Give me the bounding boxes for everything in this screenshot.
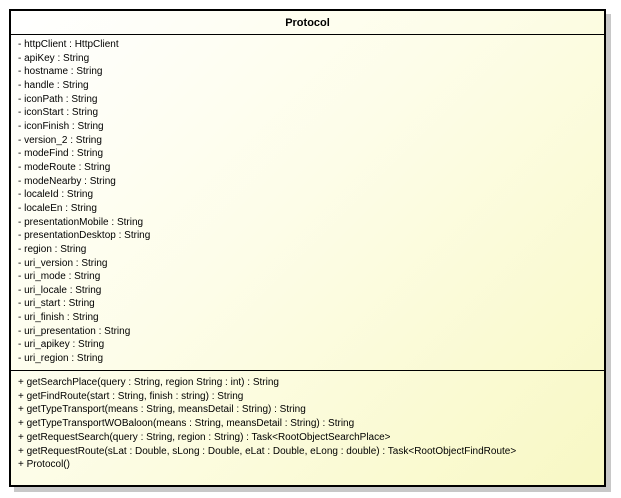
operation-gettypetransport: + getTypeTransport(means : String, means… bbox=[18, 404, 306, 416]
attribute-uri-finish: - uri_finish : String bbox=[18, 312, 99, 324]
attribute-region: - region : String bbox=[18, 243, 87, 255]
attribute-modenearby: - modeNearby : String bbox=[18, 175, 116, 187]
attribute-httpclient: - httpClient : HttpClient bbox=[18, 39, 119, 50]
attribute-modefind: - modeFind : String bbox=[18, 148, 104, 160]
attribute-iconpath: - iconPath : String bbox=[18, 93, 98, 105]
operation-getrequestsearch: + getRequestSearch(query : String, regio… bbox=[18, 431, 391, 443]
operations-compartment: + getSearchPlace(query : String, region … bbox=[11, 371, 604, 472]
attribute-presentationdesktop: - presentationDesktop : String bbox=[18, 230, 151, 242]
attribute-iconstart: - iconStart : String bbox=[18, 107, 99, 119]
class-name: Protocol bbox=[11, 11, 604, 35]
attribute-iconfinish: - iconFinish : String bbox=[18, 120, 104, 132]
attribute-uri-version: - uri_version : String bbox=[18, 257, 108, 269]
attribute-apikey: - apiKey : String bbox=[18, 52, 90, 64]
attributes-compartment: - httpClient : HttpClient - apiKey : Str… bbox=[11, 35, 604, 371]
operation-gettypetransportwobaloon: + getTypeTransportWOBaloon(means : Strin… bbox=[18, 418, 355, 430]
attribute-uri-region: - uri_region : String bbox=[18, 353, 104, 365]
attribute-uri-mode: - uri_mode : String bbox=[18, 271, 101, 283]
attribute-handle: - handle : String bbox=[18, 79, 89, 91]
uml-class-protocol[interactable]: Protocol - httpClient : HttpClient - api… bbox=[9, 9, 606, 487]
attribute-uri-apikey: - uri_apikey : String bbox=[18, 339, 105, 351]
attribute-hostname: - hostname : String bbox=[18, 66, 103, 78]
attribute-localeid: - localeId : String bbox=[18, 189, 94, 201]
attribute-moderoute: - modeRoute : String bbox=[18, 161, 111, 173]
attribute-version-2: - version_2 : String bbox=[18, 134, 102, 146]
attribute-uri-start: - uri_start : String bbox=[18, 298, 95, 310]
operation-getfindroute: + getFindRoute(start : String, finish : … bbox=[18, 390, 244, 402]
operation-getsearchplace: + getSearchPlace(query : String, region … bbox=[18, 377, 279, 388]
operation-protocol-constructor: + Protocol() bbox=[18, 459, 70, 471]
attribute-localeen: - localeEn : String bbox=[18, 202, 97, 214]
attribute-uri-presentation: - uri_presentation : String bbox=[18, 325, 131, 337]
operation-getrequestroute: + getRequestRoute(sLat : Double, sLong :… bbox=[18, 445, 517, 457]
attribute-uri-locale: - uri_locale : String bbox=[18, 284, 102, 296]
attribute-presentationmobile: - presentationMobile : String bbox=[18, 216, 144, 228]
